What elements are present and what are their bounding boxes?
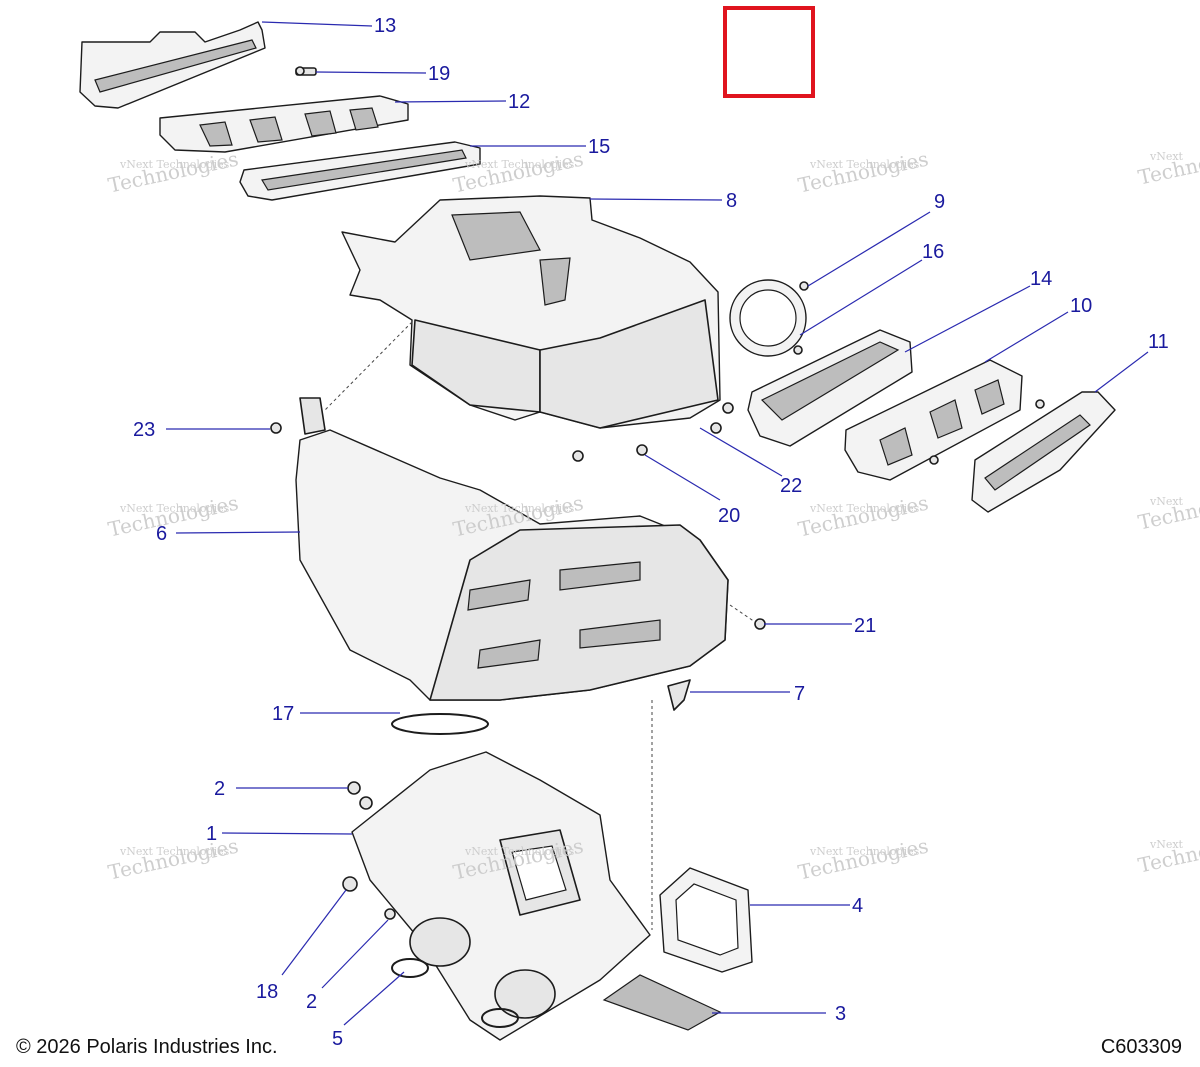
callout-1: 1	[206, 823, 217, 845]
part-4-gasket	[659, 867, 753, 973]
callout-15: 15	[588, 136, 610, 158]
part-8-upper-housing	[341, 195, 721, 429]
svg-text:Technologies: Technologies	[106, 491, 240, 542]
callout-8: 8	[726, 190, 737, 212]
callout-19: 19	[428, 63, 450, 85]
leader-lines	[166, 21, 1149, 1026]
callout-13: 13	[374, 15, 396, 37]
callout-2-top: 2	[214, 778, 225, 800]
callout-2-bottom: 2	[306, 991, 317, 1013]
callout-21: 21	[854, 615, 876, 637]
part-6-airbox	[295, 397, 729, 701]
svg-text:vNext: vNext	[1149, 150, 1184, 163]
svg-text:vNext Technologies: vNext Technologies	[464, 502, 575, 515]
svg-text:vNext: vNext	[1149, 838, 1184, 851]
svg-text:vNext Technologies: vNext Technologies	[119, 845, 230, 858]
part-10-duct-grille	[844, 359, 1023, 481]
highlight-box	[723, 6, 815, 98]
diagram-id: C603309	[1100, 1036, 1182, 1058]
part-13-cover	[79, 21, 266, 109]
svg-text:vNext Technologies: vNext Technologies	[809, 845, 920, 858]
part-2-fasteners	[347, 781, 396, 920]
callout-22: 22	[780, 475, 802, 497]
callout-12: 12	[508, 91, 530, 113]
part-7-drain-valve	[667, 679, 691, 711]
callout-labels: 13 19 12 15 8 9 16 14 10 11 23 22 20 6 2…	[133, 15, 1169, 1050]
svg-text:Technologies: Technologies	[796, 834, 930, 885]
callout-23: 23	[133, 419, 155, 441]
callout-4: 4	[852, 895, 863, 917]
callout-10: 10	[1070, 295, 1092, 317]
part-12-intake-grille	[159, 95, 409, 153]
part-16-ring-gasket	[729, 279, 807, 357]
callout-14: 14	[1030, 268, 1052, 290]
part-17-clamp	[391, 713, 489, 735]
callout-16: 16	[922, 241, 944, 263]
callout-17: 17	[272, 703, 294, 725]
svg-text:Technologies: Technologies	[106, 834, 240, 885]
svg-text:vNext Technologies: vNext Technologies	[119, 502, 230, 515]
callout-5: 5	[332, 1028, 343, 1050]
watermark-text: vNext Technologies	[119, 158, 230, 171]
fasteners-misc	[270, 399, 1045, 630]
svg-text:vNext: vNext	[1149, 495, 1184, 508]
svg-text:Technologies: Technologies	[796, 147, 930, 198]
callout-11: 11	[1148, 331, 1169, 353]
svg-text:vNext Technologies: vNext Technologies	[464, 845, 575, 858]
svg-text:vNext Technologies: vNext Technologies	[464, 158, 575, 171]
part-18-bolt	[342, 876, 358, 892]
svg-text:vNext Technologies: vNext Technologies	[809, 158, 920, 171]
part-19-screw	[295, 66, 317, 76]
part-5-hose-clamps	[391, 958, 519, 1028]
callout-20: 20	[718, 505, 740, 527]
part-9-screw	[793, 281, 809, 355]
part-14-adapter	[747, 329, 913, 447]
callout-18: 18	[256, 981, 278, 1003]
copyright-notice: © 2026 Polaris Industries Inc.	[16, 1036, 278, 1058]
part-11-filter-cover	[971, 391, 1116, 513]
part-1-lower-airbox	[351, 751, 651, 1041]
svg-text:Technologies: Technologies	[106, 147, 240, 198]
part-15-duct	[239, 141, 481, 201]
callout-9: 9	[934, 191, 945, 213]
callout-6: 6	[156, 523, 167, 545]
callout-7: 7	[794, 683, 805, 705]
callout-3: 3	[835, 1003, 846, 1025]
part-3-foam-pads	[602, 974, 722, 1031]
svg-text:vNext Technologies: vNext Technologies	[809, 502, 920, 515]
svg-text:Technologies: Technologies	[796, 491, 930, 542]
